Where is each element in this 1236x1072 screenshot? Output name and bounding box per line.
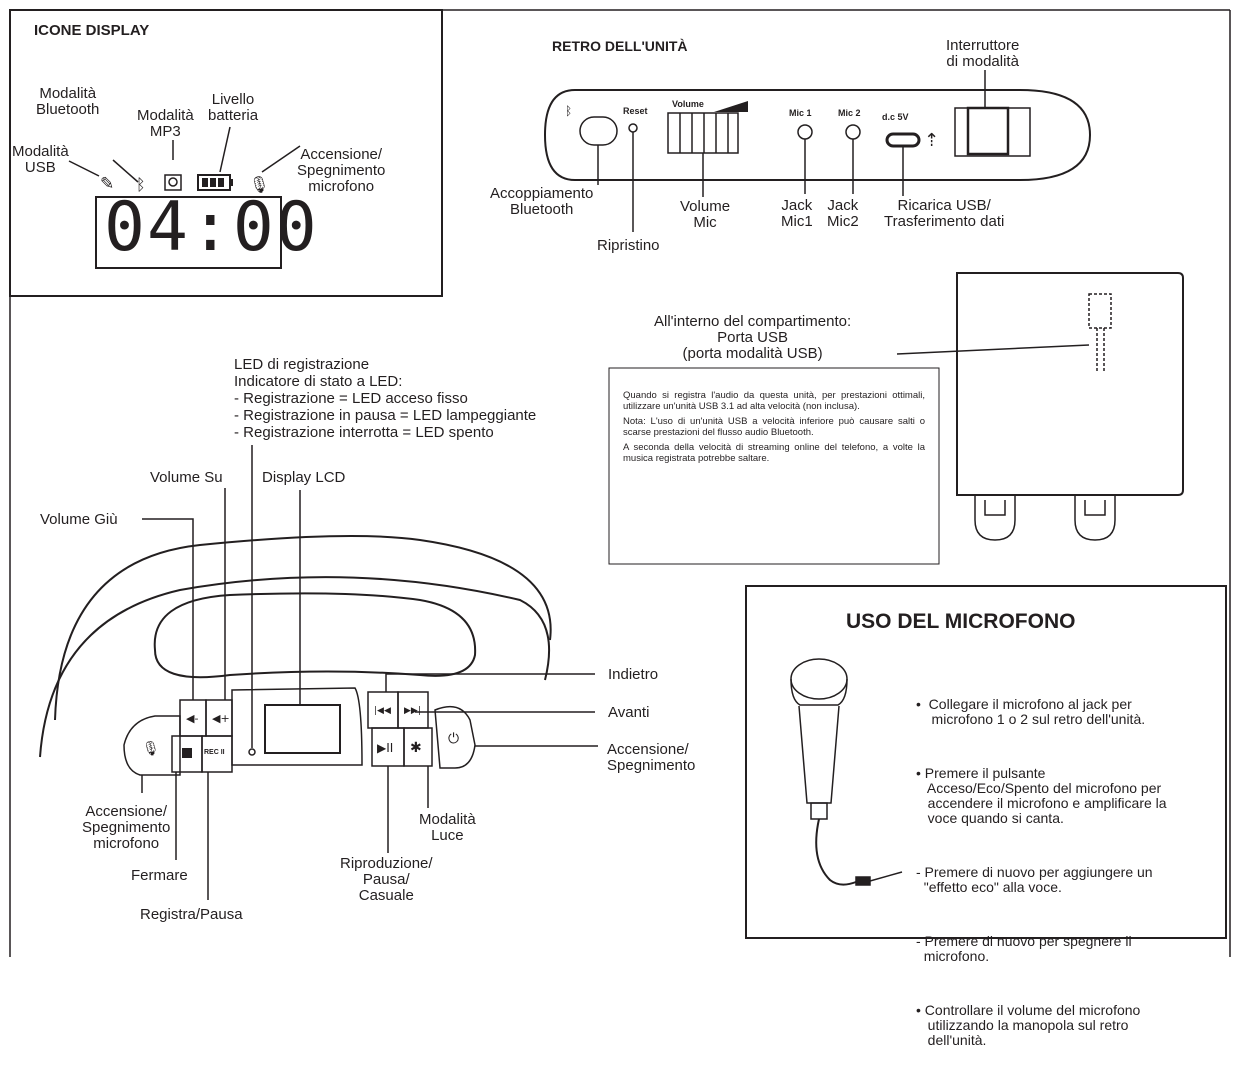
front-handle <box>153 592 477 679</box>
btn-power <box>434 705 476 769</box>
forward-label: Avanti <box>608 704 650 721</box>
stop-icon <box>182 748 192 758</box>
jack-mic1-label: Jack Mic1 <box>781 197 813 230</box>
rear-usb-icon: ⇡ <box>924 130 939 151</box>
play-icon: ▶II <box>377 741 393 755</box>
battery-leader <box>219 126 231 173</box>
note-p1: Quando si registra l'audio da questa uni… <box>623 390 925 412</box>
rear-mic2-small: Mic 2 <box>838 108 861 118</box>
mic-usage-item-2: • Premere il pulsante Acceso/Eco/Spento … <box>916 765 1167 826</box>
mic-power-icon-label: Accensione/ Spegnimento microfono <box>297 146 386 195</box>
bluetooth-mode-label: Modalità Bluetooth <box>36 85 100 118</box>
rear-body <box>543 89 1092 181</box>
usb-charge-label: Ricarica USB/ Trasferimento dati <box>884 197 1005 230</box>
foot-left <box>974 495 1016 541</box>
mode-switch-knob <box>966 106 1010 156</box>
led-status-label: Indicatore di stato a LED: <box>234 373 403 390</box>
mic-usage-item-1: • Collegare il microfono al jack per mic… <box>916 696 1146 727</box>
led-title-label: LED di registrazione <box>234 356 370 373</box>
rec-led <box>248 748 256 756</box>
volume-up-label: Volume Su <box>150 469 223 486</box>
usb-mode-icon: ✎ <box>100 174 114 194</box>
note-p3: A seconda della velocità di streaming on… <box>623 442 925 464</box>
mode-switch-label: Interruttore di modalità <box>946 37 1020 70</box>
power-label: Accensione/ Spegnimento <box>607 741 696 774</box>
lcd-display-label: Display LCD <box>262 469 346 486</box>
volume-mic-label: Volume Mic <box>680 198 731 231</box>
usb-mode-label: Modalità USB <box>12 143 69 176</box>
front-body-top <box>54 535 552 721</box>
led-rec-label: - Registrazione = LED acceso fisso <box>234 390 468 407</box>
microphone-drawing <box>790 658 903 886</box>
mic-usage-item-4: - Premere di nuovo per spegnere il micro… <box>916 933 1132 964</box>
note-p2: Nota: L'uso di un'unità USB a velocità i… <box>623 416 925 438</box>
mic-box <box>745 585 1227 939</box>
vol-up-icon: ◀+ <box>212 712 230 725</box>
mic-usage-title: USO DEL MICROFONO <box>846 610 1076 633</box>
usb-note: Quando si registra l'audio da questa uni… <box>623 390 925 468</box>
compartment-body <box>956 272 1184 496</box>
rec-btn-text: REC II <box>204 749 225 756</box>
rear-title: RETRO DELL'UNITÀ <box>552 38 688 54</box>
reset-label: Ripristino <box>597 237 660 254</box>
rear-bluetooth-icon: ᛒ <box>565 104 572 118</box>
stop-label: Fermare <box>131 867 188 884</box>
microphone-icon: 🎙 <box>249 175 269 194</box>
btn-mic-power <box>123 715 181 776</box>
rear-volume-small: Volume <box>672 99 704 109</box>
back-leader <box>385 673 595 692</box>
mp3-mode-label: Modalità MP3 <box>137 107 194 140</box>
lcd-panel <box>231 687 363 766</box>
rec-pause-label: Registra/Pausa <box>140 906 243 923</box>
play-label: Riproduzione/ Pausa/ Casuale <box>340 855 433 904</box>
reset-hole <box>628 123 638 133</box>
bt-leader <box>112 159 139 183</box>
vol-down-leader <box>142 518 194 700</box>
light-mode-label: Modalità Luce <box>419 811 476 844</box>
compartment-leader <box>896 344 1090 355</box>
forward-icon: ▶▶| <box>404 706 421 716</box>
volume-down-label: Volume Giù <box>40 511 118 528</box>
mic-usage-item-5: • Controllare il volume del microfono ut… <box>916 1002 1141 1048</box>
mic1-jack <box>797 124 813 140</box>
micicon-leader <box>261 145 301 173</box>
power-icon: ⏻ <box>448 731 459 747</box>
note-box <box>608 367 940 565</box>
icons-lcd-frame <box>95 196 282 269</box>
bt-button <box>579 116 618 146</box>
rear-reset-small: Reset <box>623 106 648 116</box>
mic-usage-list: • Collegare il microfono al jack per mic… <box>916 667 1167 1072</box>
front-body-inner <box>39 576 551 758</box>
lcd-screen <box>264 704 341 754</box>
vol-down-icon: ◀- <box>186 712 198 725</box>
compartment-usb <box>1088 293 1112 329</box>
icons-box-title: ICONE DISPLAY <box>34 22 150 39</box>
foot-right <box>1074 495 1116 541</box>
jack-mic2-label: Jack Mic2 <box>827 197 859 230</box>
rear-mic1-small: Mic 1 <box>789 108 812 118</box>
back-label: Indietro <box>608 666 659 683</box>
mic-power-icon: 🎙 <box>142 740 160 757</box>
rear-dc5v-small: d.c 5V <box>882 112 909 122</box>
usb-leader <box>68 160 100 177</box>
mode-switch-frame <box>954 107 1031 157</box>
mp3-icon <box>164 174 182 191</box>
mic-usage-item-3: - Premere di nuovo per aggiungere un "ef… <box>916 864 1153 895</box>
bluetooth-icon: ᛒ <box>136 175 146 194</box>
usbc-port <box>885 132 921 148</box>
bt-pairing-label: Accoppiamento Bluetooth <box>490 185 594 218</box>
battery-level-label: Livello batteria <box>208 91 259 124</box>
back-icon: |◀◀ <box>374 706 391 716</box>
compartment-label: All'interno del compartimento: Porta USB… <box>654 313 852 362</box>
mic-power-label: Accensione/ Spegnimento microfono <box>82 803 171 852</box>
btn-light <box>403 727 433 767</box>
led-stop-label: - Registrazione interrotta = LED spento <box>234 424 494 441</box>
mic2-jack <box>845 124 861 140</box>
led-pause-label: - Registrazione in pausa = LED lampeggia… <box>234 407 537 424</box>
light-icon: ✱ <box>410 740 422 756</box>
icons-box-border <box>9 9 443 297</box>
icons-lcd-digits: 04:00 <box>104 188 319 267</box>
diagram-canvas: ✎ ᛒ 🎙 ᛒ ⇡ 🎙 ◀- ◀+ |◀◀ ▶▶| ▶II ✱ ⏻ <box>9 9 1231 957</box>
